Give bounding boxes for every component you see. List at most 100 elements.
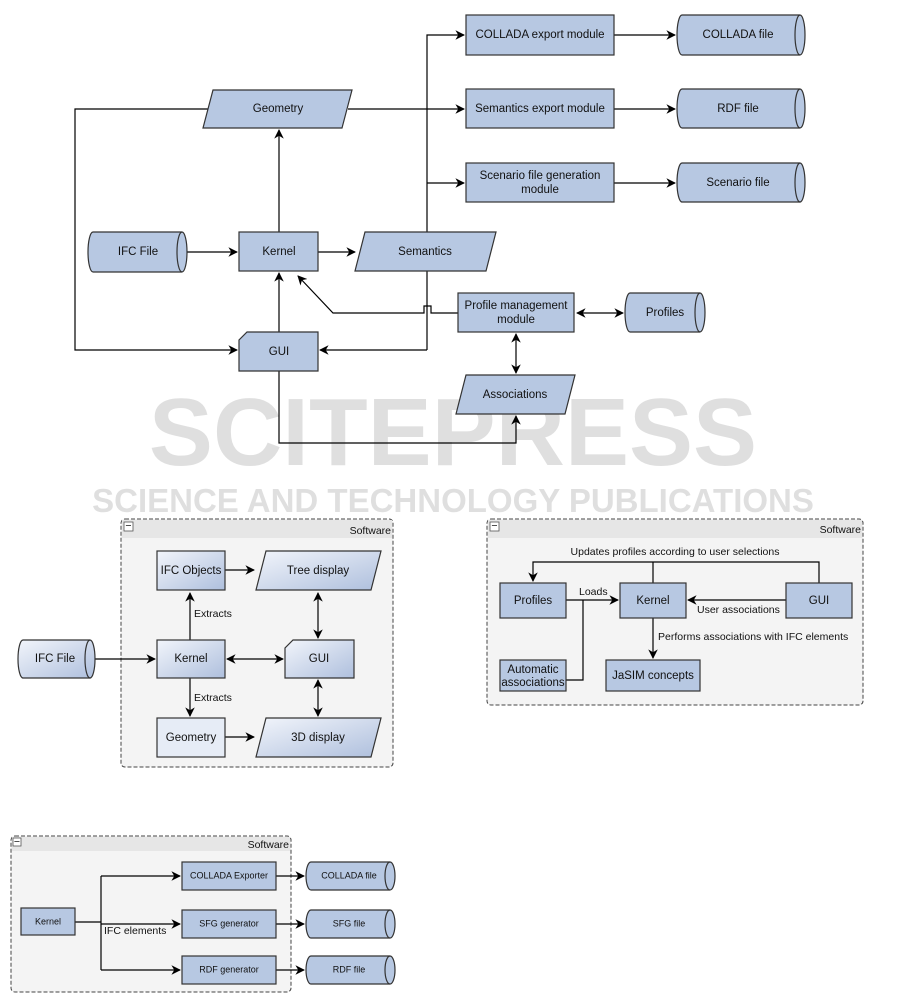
profile-mgmt-label-1: Profile management [465,300,569,312]
scenario-gen-label-2: module [521,184,559,196]
sfg-file: SFG file [305,909,396,939]
semantics-export-label: Semantics export module [475,103,605,115]
profile-management-module: Profile management module [457,292,575,333]
collada-exporter-label: COLLADA Exporter [190,870,268,880]
profiles-label: Profiles [514,595,553,607]
sfg-generator: SFG generator [181,909,277,939]
gui: GUI [284,639,355,679]
display-3d: 3D display [255,717,382,758]
geometry-label: Geometry [166,732,217,744]
scenario-generation-module: Scenario file generation module [465,162,615,203]
collapse-button[interactable] [12,837,22,847]
tree-display-label: Tree display [287,565,349,577]
cylinder-edge [794,88,801,129]
rdf-generator-label: RDF generator [199,964,259,974]
profiles-store: Profiles [624,292,706,333]
watermark: SCITEPRESS SCIENCE AND TECHNOLOGY PUBLIC… [92,379,814,519]
cylinder-edge [694,292,701,333]
kernel-label: Kernel [262,246,295,258]
gui-label: GUI [809,595,829,607]
scenario-file-label: Scenario file [706,177,769,189]
semantics-export-module: Semantics export module [465,88,615,129]
auto-assoc-label-1: Automatic [507,664,558,676]
architecture-diagram: COLLADA export module COLLADA file Seman… [74,14,806,444]
rdf-file: RDF file [305,955,396,985]
edge-auto-assoc-to-kernel [566,600,584,681]
cylinder-edge [794,14,801,56]
gui: GUI [238,331,319,372]
cylinder-edge [176,231,183,273]
container-title: Software [248,839,290,851]
gui-label: GUI [269,346,289,358]
geometry: Geometry [156,717,226,758]
collada-export-label: COLLADA export module [475,29,604,41]
cylinder-edge [384,861,391,891]
edge-gui-to-associations [278,371,521,444]
profiles-label: Profiles [646,307,685,319]
rdf-file-label: RDF file [717,103,759,115]
collada-export-module: COLLADA export module [465,14,615,56]
edge-gui-to-profiles [528,561,820,583]
edge-geometry-to-gui [74,108,238,355]
collada-exporter: COLLADA Exporter [181,861,277,891]
container-title: Software [350,525,392,537]
profiles: Profiles [499,582,567,619]
associations-data: Associations [455,374,576,415]
sfg-file-label: SFG file [333,918,366,928]
extracts-label-up: Extracts [194,608,232,620]
watermark-title: SCITEPRESS [149,379,757,486]
edge-profile-to-kernel [297,275,458,314]
semantics-data: Semantics [354,231,497,272]
rdf-file: RDF file [676,88,806,129]
collapse-icon: − [125,520,131,532]
kernel: Kernel [20,907,76,936]
tree-display: Tree display [255,550,382,591]
cylinder-edge [84,639,91,679]
kernel: Kernel [619,582,687,619]
semantics-label: Semantics [398,246,452,258]
jasim-concepts: JaSIM concepts [605,659,701,692]
updates-label: Updates profiles according to user selec… [571,546,780,558]
software-diagram-viewer: − Software Extracts Extracts IFC Objects… [17,518,394,768]
collada-file-label: COLLADA file [321,870,377,880]
profile-mgmt-label-2: module [497,314,535,326]
gui-label: GUI [309,653,329,665]
scenario-file: Scenario file [676,162,806,203]
cylinder-edge [384,909,391,939]
jasim-label: JaSIM concepts [612,670,694,682]
auto-assoc-label-2: associations [501,677,565,689]
automatic-associations: Automatic associations [499,659,567,692]
collapse-icon: − [491,520,497,532]
sfg-generator-label: SFG generator [199,918,259,928]
ifc-file-label: IFC File [35,653,75,665]
geometry-label: Geometry [253,103,304,115]
software-diagram-profiles: − Software Updates profiles according to… [486,518,864,706]
collada-file: COLLADA file [676,14,806,56]
kernel-label: Kernel [174,653,207,665]
kernel: Kernel [238,231,319,272]
scenario-gen-label-1: Scenario file generation [480,170,601,182]
rdf-file-label: RDF file [333,964,366,974]
cylinder-edge [794,162,801,203]
ifc-elements-label: IFC elements [104,925,166,937]
geometry-data: Geometry [202,89,353,129]
collapse-button[interactable] [489,521,500,532]
kernel: Kernel [156,639,226,679]
software-diagram-exporters: − Software IFC elements Kernel COLLADA E… [10,835,396,993]
collada-file: COLLADA file [305,861,396,891]
rdf-generator: RDF generator [181,955,277,985]
ifc-objects: IFC Objects [156,550,226,591]
extracts-label-down: Extracts [194,692,232,704]
loads-label: Loads [579,586,608,598]
collapse-button[interactable] [123,521,134,532]
performs-label: Performs associations with IFC elements [658,631,848,643]
ifc-objects-label: IFC Objects [161,565,222,577]
kernel-label: Kernel [636,595,669,607]
associations-label: Associations [483,389,548,401]
ifc-file-label: IFC File [118,246,158,258]
gui: GUI [785,582,853,619]
ifc-file: IFC File [87,231,188,273]
cylinder-edge [384,955,391,985]
collapse-icon: − [14,836,20,848]
